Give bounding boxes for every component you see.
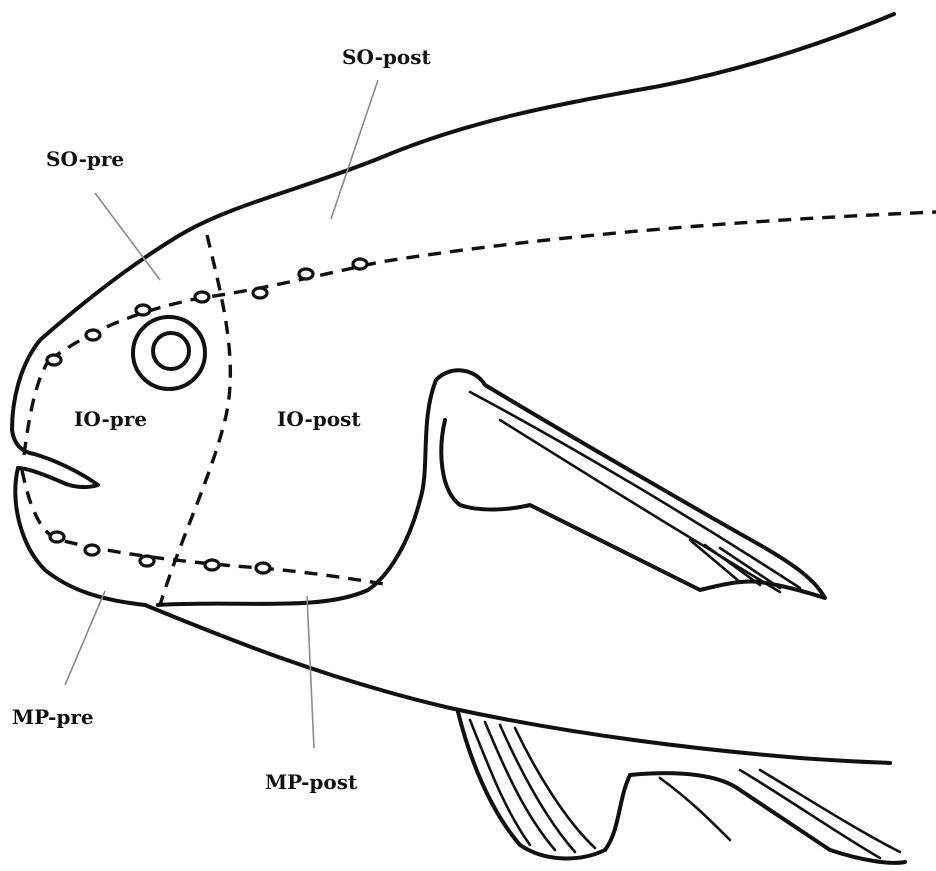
pore bbox=[50, 532, 64, 542]
ventral-outline bbox=[145, 605, 890, 763]
label-io-pre: IO-pre bbox=[74, 409, 147, 429]
pore bbox=[195, 292, 209, 302]
pore bbox=[205, 560, 219, 570]
label-io-post: IO-post bbox=[277, 409, 361, 429]
label-so-pre: SO-pre bbox=[46, 149, 124, 169]
pore bbox=[136, 305, 150, 315]
pore bbox=[140, 556, 154, 566]
infraorbital-canal-divider bbox=[160, 235, 230, 605]
pore bbox=[256, 563, 270, 573]
pore bbox=[299, 269, 313, 279]
mp-post-leader bbox=[307, 596, 314, 748]
anal-fin-ray bbox=[740, 770, 880, 858]
mp-pre-leader bbox=[65, 591, 105, 685]
pore bbox=[47, 355, 61, 365]
label-mp-pre: MP-pre bbox=[12, 707, 94, 727]
pore bbox=[253, 288, 267, 298]
pore bbox=[353, 259, 367, 269]
eye-outer-ring bbox=[133, 317, 205, 389]
pore bbox=[86, 330, 100, 340]
so-post-leader bbox=[331, 80, 378, 219]
pectoral-fin-ray bbox=[500, 420, 780, 592]
snout-canal bbox=[24, 358, 50, 455]
pectoral-fin-ray bbox=[705, 545, 760, 585]
label-mp-post: MP-post bbox=[265, 772, 357, 792]
pore bbox=[85, 545, 99, 555]
label-so-post: SO-post bbox=[342, 47, 431, 67]
pelvic-fin-ray bbox=[515, 728, 595, 848]
so-pre-leader bbox=[95, 193, 160, 280]
anal-fin-ray bbox=[660, 778, 730, 840]
anal-fin-ray bbox=[760, 770, 900, 852]
eye-pupil bbox=[153, 333, 189, 369]
